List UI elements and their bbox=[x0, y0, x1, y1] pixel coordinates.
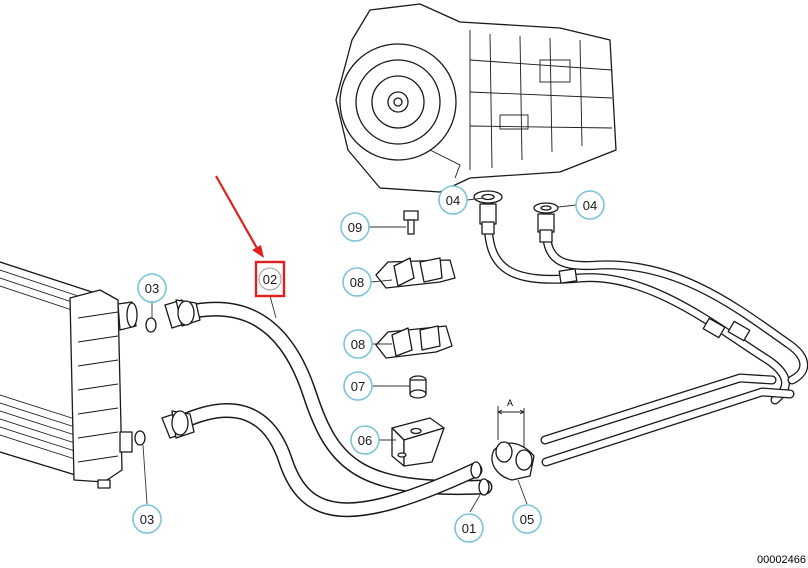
clamp-lower-08 bbox=[375, 325, 453, 359]
upper-hose-fitting bbox=[145, 299, 201, 333]
spacer-07 bbox=[409, 375, 427, 399]
callout-03-upper: 03 bbox=[137, 273, 167, 303]
callout-04-left: 04 bbox=[438, 185, 468, 215]
callout-09: 09 bbox=[340, 212, 370, 242]
callout-05: 05 bbox=[512, 504, 542, 534]
callout-04-right: 04 bbox=[575, 190, 605, 220]
hose-upper bbox=[177, 301, 493, 496]
callout-06: 06 bbox=[350, 425, 380, 455]
drawing-ref-number: 00002466 bbox=[757, 554, 806, 566]
transmission-drawing bbox=[335, 3, 617, 193]
svg-text:08: 08 bbox=[350, 275, 364, 290]
svg-text:08: 08 bbox=[351, 337, 365, 352]
svg-text:07: 07 bbox=[351, 379, 365, 394]
lower-hose-fitting bbox=[134, 410, 195, 446]
bolt-09 bbox=[403, 210, 419, 235]
callout-02-highlighted: 02 bbox=[254, 260, 286, 298]
svg-text:03: 03 bbox=[140, 512, 154, 527]
radiator-drawing bbox=[0, 261, 138, 489]
callout-08-lower: 08 bbox=[343, 329, 373, 359]
leader-lines bbox=[142, 197, 577, 513]
svg-text:04: 04 bbox=[446, 193, 460, 208]
banjo-fittings bbox=[473, 190, 559, 243]
hose-lower bbox=[174, 403, 483, 518]
callout-08-upper: 08 bbox=[342, 267, 372, 297]
svg-text:01: 01 bbox=[462, 521, 476, 536]
callout-07: 07 bbox=[343, 371, 373, 401]
svg-text:03: 03 bbox=[145, 281, 159, 296]
bracket-06 bbox=[391, 417, 445, 467]
highlight-arrow bbox=[215, 175, 264, 258]
svg-text:02: 02 bbox=[263, 272, 277, 287]
svg-text:05: 05 bbox=[520, 512, 534, 527]
clamp-upper-08 bbox=[375, 257, 456, 289]
callout-03-lower: 03 bbox=[132, 504, 162, 534]
dimension-label: A bbox=[507, 398, 513, 408]
svg-text:06: 06 bbox=[358, 433, 372, 448]
clip-05 bbox=[491, 406, 535, 481]
svg-text:09: 09 bbox=[348, 220, 362, 235]
cooler-pipes bbox=[483, 215, 808, 467]
svg-text:04: 04 bbox=[583, 198, 597, 213]
callout-01: 01 bbox=[454, 513, 484, 543]
